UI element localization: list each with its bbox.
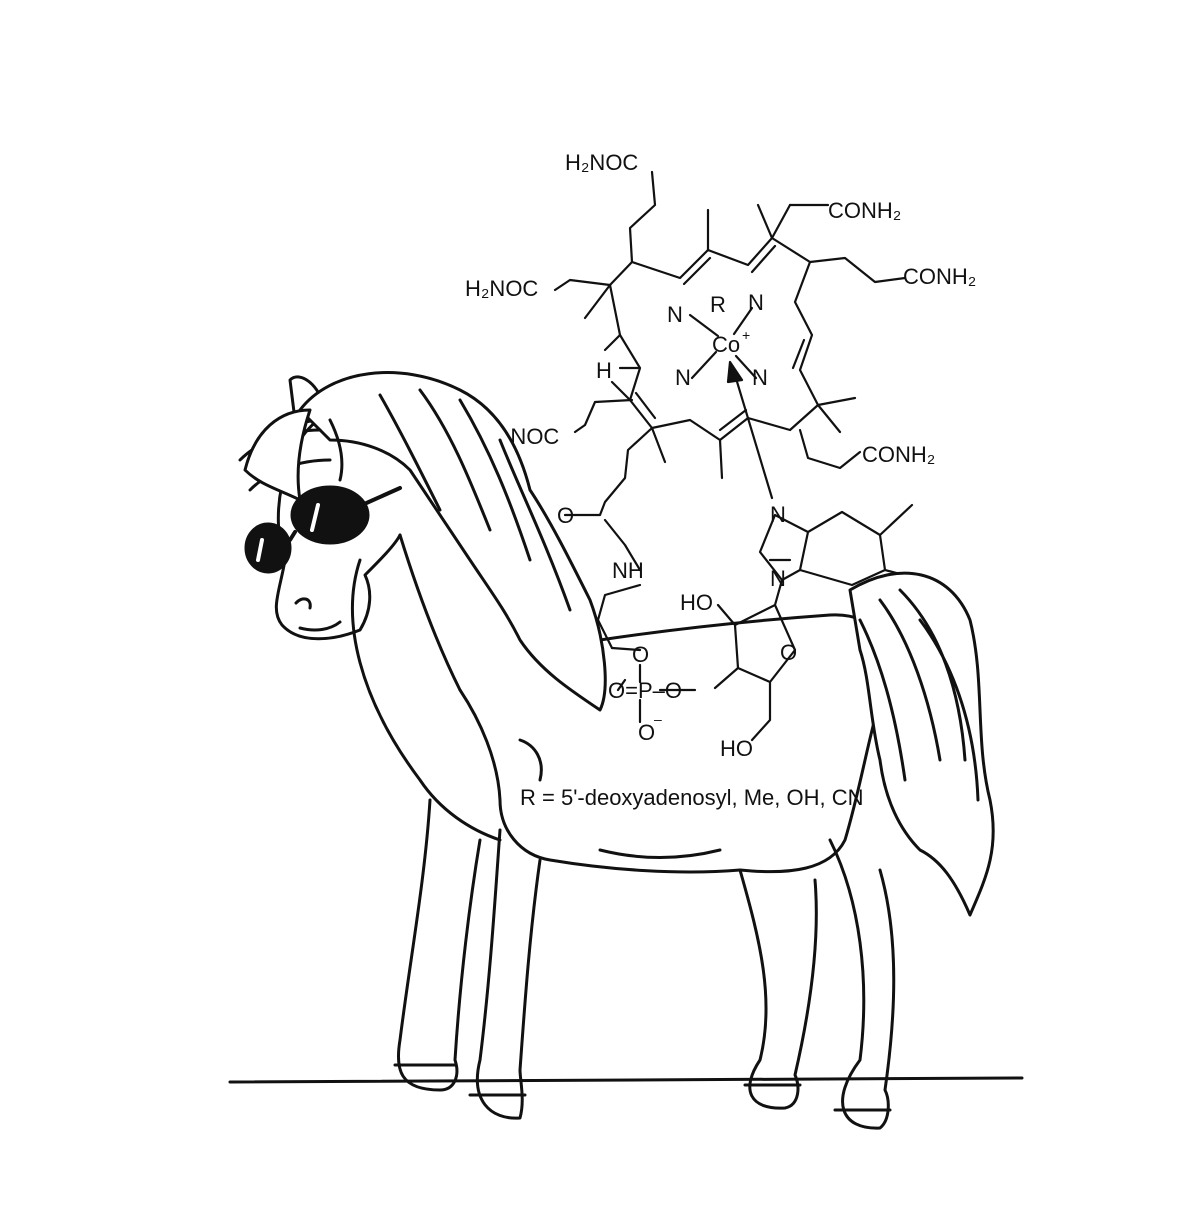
- sunglasses-icon: [244, 485, 402, 574]
- label-o-minus: O: [638, 720, 655, 745]
- cobalamin-structure: [553, 170, 917, 742]
- side-chains: [553, 170, 907, 650]
- label-n-top-right: N: [748, 290, 764, 315]
- methyl-groups: [583, 203, 857, 480]
- label-ring-o: O: [780, 640, 797, 665]
- chemistry-labels: H₂NOC CONH₂ H₂NOC CONH₂ H₂NOC CONH₂ R Co…: [465, 150, 976, 761]
- ribose-ring: [713, 578, 797, 742]
- axial-arrowhead: [726, 360, 744, 384]
- horse-mouth: [294, 597, 342, 632]
- label-phosphate-eq: O=P–O: [608, 678, 682, 703]
- label-cobalt-charge: +: [742, 327, 750, 343]
- horse-tail: [848, 571, 995, 917]
- horse-hind-leg-left: [738, 868, 818, 1110]
- benzimidazole-ring: [758, 503, 917, 587]
- mane-strands: [238, 388, 572, 612]
- horse-body: [458, 613, 890, 874]
- label-r: R: [710, 292, 726, 317]
- horse-neck: [351, 533, 502, 842]
- horse-front-leg-right: [475, 828, 542, 1120]
- label-cobalt: Co: [712, 332, 740, 357]
- label-minus-charge: –: [654, 711, 662, 727]
- label-ho-top: HO: [680, 590, 713, 615]
- horse-front-leg-left: [396, 798, 482, 1092]
- label-conh2-lower: CONH₂: [862, 442, 935, 467]
- phosphate-group: [610, 646, 697, 724]
- axial-bond: [733, 373, 774, 500]
- forelock: [243, 408, 312, 502]
- double-bonds: [634, 244, 806, 432]
- label-amide-o: O: [557, 503, 574, 528]
- horse-hooves: [393, 1063, 892, 1112]
- caption-text: R = 5'-deoxyadenosyl, Me, OH, CN: [520, 785, 864, 810]
- horse-mane: [298, 371, 607, 712]
- ground-line: [228, 1076, 1024, 1084]
- label-h2noc-top: H₂NOC: [565, 150, 638, 175]
- label-n-bottom-left: N: [675, 365, 691, 390]
- cobalt-coordination: [688, 306, 758, 380]
- label-conh2-right: CONH₂: [903, 264, 976, 289]
- horse-illustration: [228, 371, 1024, 1130]
- label-h: H: [596, 358, 612, 383]
- label-n-bottom-right: N: [752, 365, 768, 390]
- horse-hind-leg-right: [828, 838, 896, 1130]
- corrin-ring-bonds: [608, 236, 820, 442]
- label-n-top-left: N: [667, 302, 683, 327]
- horse-head: [274, 418, 402, 641]
- label-ho-bottom: HO: [720, 736, 753, 761]
- label-n-benzimidazole-bottom: N: [770, 566, 786, 591]
- label-conh2-top: CONH₂: [828, 198, 901, 223]
- label-phosphate-o-top: O: [632, 642, 649, 667]
- label-nh: NH: [612, 558, 644, 583]
- label-n-benzimidazole-top: N: [770, 502, 786, 527]
- tail-strands: [858, 588, 980, 802]
- belly-contour: [518, 738, 722, 859]
- label-h2noc-left: H₂NOC: [465, 276, 538, 301]
